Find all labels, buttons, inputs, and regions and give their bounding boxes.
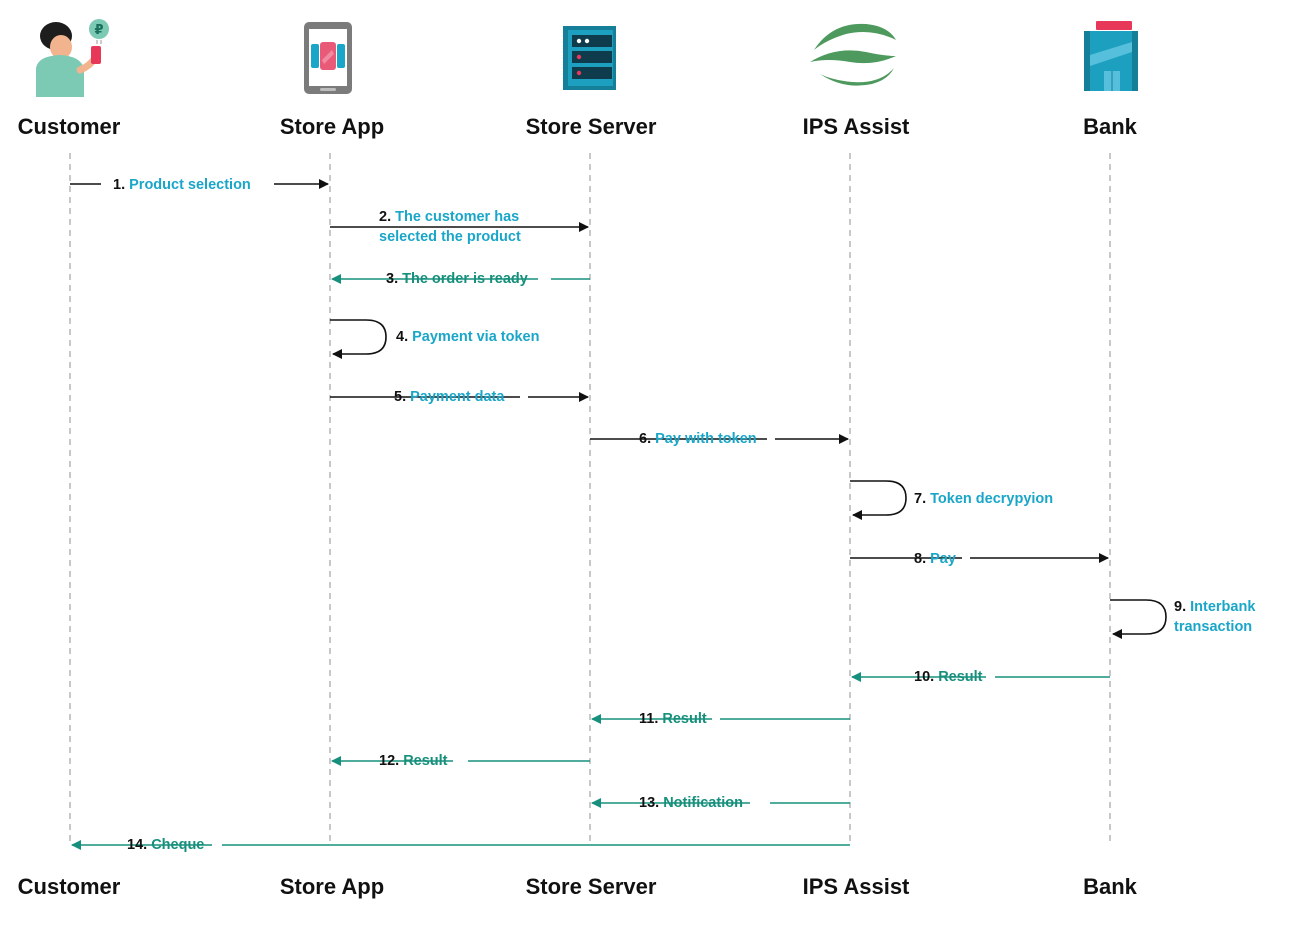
message-7: 7. Token decrypyion (850, 480, 1053, 520)
message-label: 4. Payment via token (396, 329, 539, 345)
message-label: 6. Pay with token (639, 431, 757, 447)
bank-building-icon (1084, 21, 1138, 91)
step-number: 6. (639, 431, 655, 447)
server-rack-icon (563, 26, 616, 90)
self-arrow (330, 319, 387, 359)
message-1: 1. Product selection (70, 177, 329, 193)
step-number: 1. (113, 177, 129, 193)
actor-label-bottom-store-app: Store App (280, 874, 384, 899)
message-3: 3. The order is ready (331, 271, 590, 287)
message-label: 5. Payment data (394, 389, 505, 405)
message-14: 14. Cheque (71, 837, 850, 853)
message-13: 13. Notification (591, 795, 850, 811)
step-text: Payment via token (412, 329, 539, 345)
step-text: The order is ready (402, 271, 528, 287)
step-text: selected the product (379, 229, 521, 245)
step-text: Cheque (151, 837, 204, 853)
message-label: 8. Pay (914, 551, 956, 567)
message-8: 8. Pay (850, 551, 1109, 567)
step-text: Notification (663, 795, 743, 811)
step-number: 11. (639, 711, 662, 727)
step-number: 12. (379, 753, 403, 769)
message-label: 1. Product selection (113, 177, 251, 193)
smartphone-icon (304, 22, 352, 94)
step-text: Interbank (1190, 599, 1256, 615)
actor-label-top-store-app: Store App (280, 114, 384, 139)
message-label: 7. Token decrypyion (914, 491, 1053, 507)
step-number: 9. (1174, 599, 1190, 615)
self-arrow (1110, 599, 1167, 639)
step-number: 10. (914, 669, 938, 685)
self-arrow (850, 480, 907, 520)
currency-symbol: ₽ (94, 23, 103, 38)
message-9: 9. Interbank transaction (1110, 599, 1256, 639)
step-number: 8. (914, 551, 930, 567)
message-2: 2. The customer has selected the product (330, 209, 589, 245)
actor-label-bottom-bank: Bank (1083, 874, 1138, 899)
message-label: 13. Notification (639, 795, 743, 811)
actor-label-bottom-customer: Customer (18, 874, 121, 899)
step-number: 14. (127, 837, 151, 853)
step-text: Result (662, 711, 706, 727)
step-number: 7. (914, 491, 930, 507)
actor-label-top-store-server: Store Server (526, 114, 657, 139)
message-5: 5. Payment data (330, 389, 589, 405)
actor-label-bottom-store-server: Store Server (526, 874, 657, 899)
customer-person-icon: ₽ (36, 19, 109, 97)
message-label: 12. Result (379, 753, 448, 769)
step-text: Payment data (410, 389, 505, 405)
actor-label-bottom-ips-assist: IPS Assist (803, 874, 910, 899)
step-number: 13. (639, 795, 663, 811)
message-label: 11. Result (639, 711, 707, 727)
step-text: Product selection (129, 177, 251, 193)
step-number: 3. (386, 271, 402, 287)
step-text: The customer has (395, 209, 519, 225)
step-number: 5. (394, 389, 410, 405)
step-text: transaction (1174, 619, 1252, 635)
step-text: Pay (930, 551, 956, 567)
message-10: 10. Result (851, 669, 1110, 685)
message-label: 14. Cheque (127, 837, 204, 853)
actor-label-top-ips-assist: IPS Assist (803, 114, 910, 139)
message-6: 6. Pay with token (590, 431, 849, 447)
step-number: 4. (396, 329, 412, 345)
step-number: 2. (379, 209, 395, 225)
message-label: 2. The customer has selected the product (379, 209, 521, 245)
ips-assist-logo-icon (810, 23, 896, 86)
actor-label-top-customer: Customer (18, 114, 121, 139)
message-label: 3. The order is ready (386, 271, 528, 287)
message-label: 9. Interbank transaction (1174, 599, 1256, 635)
step-text: Token decrypyion (930, 491, 1053, 507)
message-label: 10. Result (914, 669, 983, 685)
actor-label-top-bank: Bank (1083, 114, 1138, 139)
message-4: 4. Payment via token (330, 319, 539, 359)
step-text: Pay with token (655, 431, 757, 447)
step-text: Result (403, 753, 447, 769)
step-text: Result (938, 669, 982, 685)
message-11: 11. Result (591, 711, 850, 727)
message-12: 12. Result (331, 753, 590, 769)
